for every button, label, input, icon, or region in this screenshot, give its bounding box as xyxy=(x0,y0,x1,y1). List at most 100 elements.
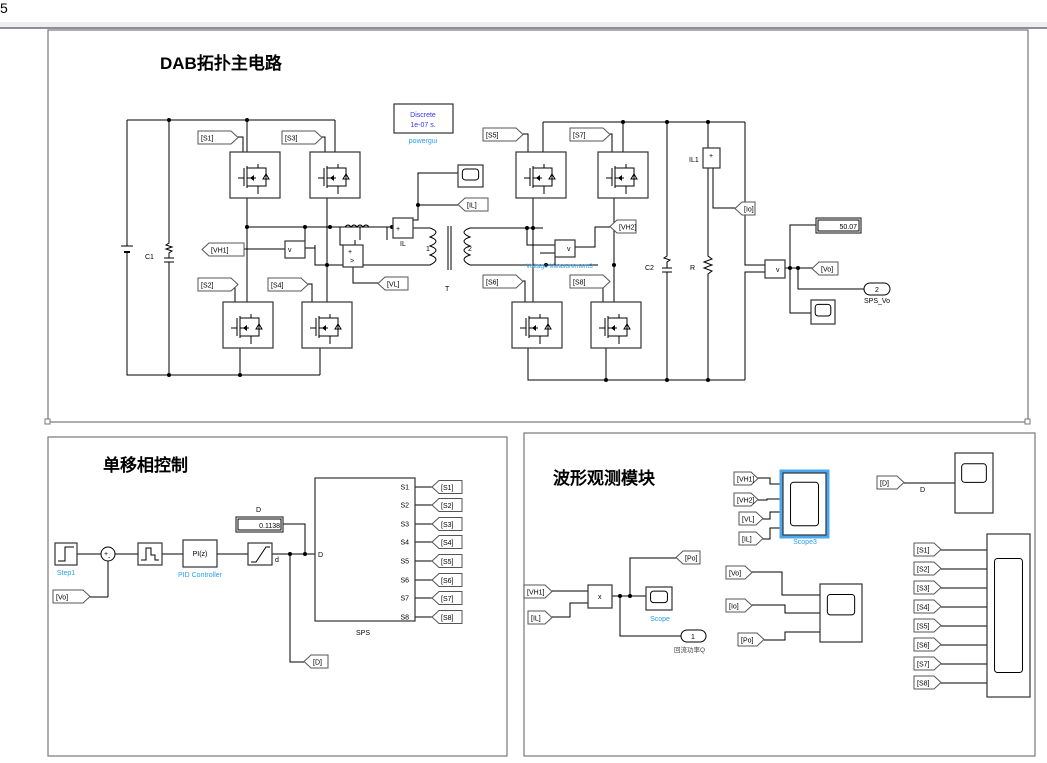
goto-tag-vo[interactable]: [Vo] xyxy=(811,261,839,276)
scope2-input-tag-0[interactable]: [Vo] xyxy=(725,565,753,580)
display-vo[interactable]: 50.07 xyxy=(815,217,862,234)
mosfet-s8-icon[interactable] xyxy=(590,301,642,349)
scope-gates-icon[interactable] xyxy=(986,533,1031,698)
capacitor-c1-icon[interactable] xyxy=(164,236,174,268)
goto-tag-vh2[interactable]: [VH2] xyxy=(609,219,637,234)
from-tag-s7[interactable]: [S7] xyxy=(569,127,611,142)
il-label: IL xyxy=(400,241,406,248)
goto-tag-vh1[interactable]: [VH1] xyxy=(201,242,245,257)
pid-controller-block[interactable]: PI(z) xyxy=(182,539,218,568)
from-tag-s4[interactable]: [S4] xyxy=(267,277,309,292)
goto-tag-io[interactable]: [Io] xyxy=(734,201,756,216)
scope-vo-io-po-icon[interactable] xyxy=(819,583,863,643)
sum-block[interactable]: +- xyxy=(100,546,116,562)
resize-handle[interactable] xyxy=(1024,418,1031,425)
resistor-r-icon[interactable] xyxy=(702,250,714,285)
goto-tag-s8[interactable]: [S8] xyxy=(431,610,463,624)
zero-order-hold-block[interactable] xyxy=(137,542,163,566)
gate-scope-tag-2[interactable]: [S3] xyxy=(913,580,942,595)
scope3-input-tag-3-label: [IL] xyxy=(742,537,752,544)
svg-text:2: 2 xyxy=(875,287,879,294)
scope2-input-tag-2[interactable]: [Po] xyxy=(737,632,765,647)
sps-subsystem[interactable]: D xyxy=(314,477,416,622)
scope-d-icon[interactable] xyxy=(954,452,994,514)
transformer-icon[interactable] xyxy=(428,226,472,270)
from-tag-d[interactable]: [D] xyxy=(876,475,905,490)
outport-2[interactable]: 2 xyxy=(863,282,891,296)
scope3-input-tag-1[interactable]: [VH2] xyxy=(733,492,759,507)
from-tag-vh1[interactable]: [VH1] xyxy=(523,584,553,599)
mosfet-s6-icon[interactable] xyxy=(511,301,563,349)
product-block[interactable]: x xyxy=(587,584,613,609)
from-tag-s6[interactable]: [S6] xyxy=(482,274,524,289)
from-tag-s2[interactable]: [S2] xyxy=(197,277,239,292)
area-dab-main-circuit[interactable] xyxy=(47,29,1029,423)
goto-tag-il[interactable]: [IL] xyxy=(457,197,489,212)
from-tag-s5[interactable]: [S5] xyxy=(482,127,524,142)
from-tag-s7-label: [S7] xyxy=(573,133,586,140)
gate-scope-tag-1[interactable]: [S2] xyxy=(913,561,942,576)
outport-1[interactable]: 1 xyxy=(680,629,707,643)
voltage-measurement-vl[interactable]: +> xyxy=(342,244,364,268)
from-tag-s8[interactable]: [S8] xyxy=(569,274,611,289)
voltage-measurement-vh1[interactable]: v xyxy=(284,240,306,259)
mosfet-s4-icon[interactable] xyxy=(301,301,353,349)
display-d[interactable]: 0.1138 xyxy=(235,516,284,533)
gate-scope-tag-1-label: [S2] xyxy=(917,567,930,574)
sps-port-s5: S5 xyxy=(400,559,409,566)
goto-tag-s7[interactable]: [S7] xyxy=(431,591,463,605)
gate-scope-tag-7[interactable]: [S8] xyxy=(913,675,942,690)
scope-il-icon[interactable] xyxy=(457,164,484,188)
step-block[interactable] xyxy=(54,542,78,566)
voltage-measurement-vh2[interactable]: v xyxy=(554,239,576,258)
from-tag-vo[interactable]: [Vo] xyxy=(52,589,91,604)
current-measurement-il1[interactable]: + xyxy=(702,147,721,169)
goto-tag-vh2-label: [VH2] xyxy=(619,225,637,232)
scope3-input-tag-0[interactable]: [VH1] xyxy=(733,471,759,486)
gate-scope-tag-5-label: [S6] xyxy=(917,643,930,650)
gate-scope-tag-3[interactable]: [S4] xyxy=(913,599,942,614)
from-tag-vo-label: [Vo] xyxy=(56,595,68,602)
mosfet-s2-icon[interactable] xyxy=(222,301,274,349)
goto-tag-po[interactable]: [Po] xyxy=(675,550,701,565)
capacitor-c2-icon[interactable] xyxy=(662,250,672,285)
goto-tag-s5[interactable]: [S5] xyxy=(431,554,463,568)
saturation-block[interactable] xyxy=(247,542,273,566)
goto-tag-s2[interactable]: [S2] xyxy=(431,498,463,512)
goto-tag-s4[interactable]: [S4] xyxy=(431,535,463,549)
svg-text:>: > xyxy=(350,258,354,265)
gate-scope-tag-0[interactable]: [S1] xyxy=(913,542,942,557)
scope-po-icon[interactable] xyxy=(645,586,673,611)
voltage-measurement-vo[interactable]: v xyxy=(764,259,786,279)
area-single-phase-shift-control[interactable] xyxy=(47,436,508,757)
powergui-block[interactable]: Discrete 1e-07 s. xyxy=(393,103,454,134)
scope2-input-tag-1[interactable]: [Io] xyxy=(725,598,753,613)
scope3-icon[interactable] xyxy=(782,472,827,536)
step-label: Step1 xyxy=(57,570,75,577)
from-tag-s1[interactable]: [S1] xyxy=(197,130,239,145)
goto-tag-s1[interactable]: [S1] xyxy=(431,480,463,494)
current-measurement-il[interactable]: + xyxy=(392,217,414,239)
dc-source-icon[interactable] xyxy=(121,236,133,265)
from-tag-s3[interactable]: [S3] xyxy=(281,130,323,145)
goto-tag-s6[interactable]: [S6] xyxy=(431,573,463,587)
mosfet-s1-icon[interactable] xyxy=(229,151,281,199)
goto-tag-d[interactable]: [D] xyxy=(303,654,329,669)
mosfet-s5-icon[interactable] xyxy=(515,151,567,199)
scope-vo-icon[interactable] xyxy=(810,299,836,325)
from-tag-s2-label: [S2] xyxy=(201,283,214,290)
from-tag-il[interactable]: [IL] xyxy=(527,610,553,625)
gate-scope-tag-5[interactable]: [S6] xyxy=(913,637,942,652)
scope3-input-tag-3[interactable]: [IL] xyxy=(738,531,764,546)
scope3-input-tag-2[interactable]: [VL] xyxy=(738,511,764,526)
goto-tag-s3[interactable]: [S3] xyxy=(431,517,463,531)
gate-scope-tag-6[interactable]: [S7] xyxy=(913,656,942,671)
goto-tag-vl[interactable]: [VL] xyxy=(377,276,409,291)
inductor-icon[interactable] xyxy=(344,224,370,228)
gate-scope-tag-4[interactable]: [S5] xyxy=(913,618,942,633)
mosfet-s3-icon[interactable] xyxy=(309,151,361,199)
resize-handle[interactable] xyxy=(44,418,51,425)
mosfet-s7-icon[interactable] xyxy=(597,151,649,199)
scope3-label: Scope3 xyxy=(793,539,817,546)
